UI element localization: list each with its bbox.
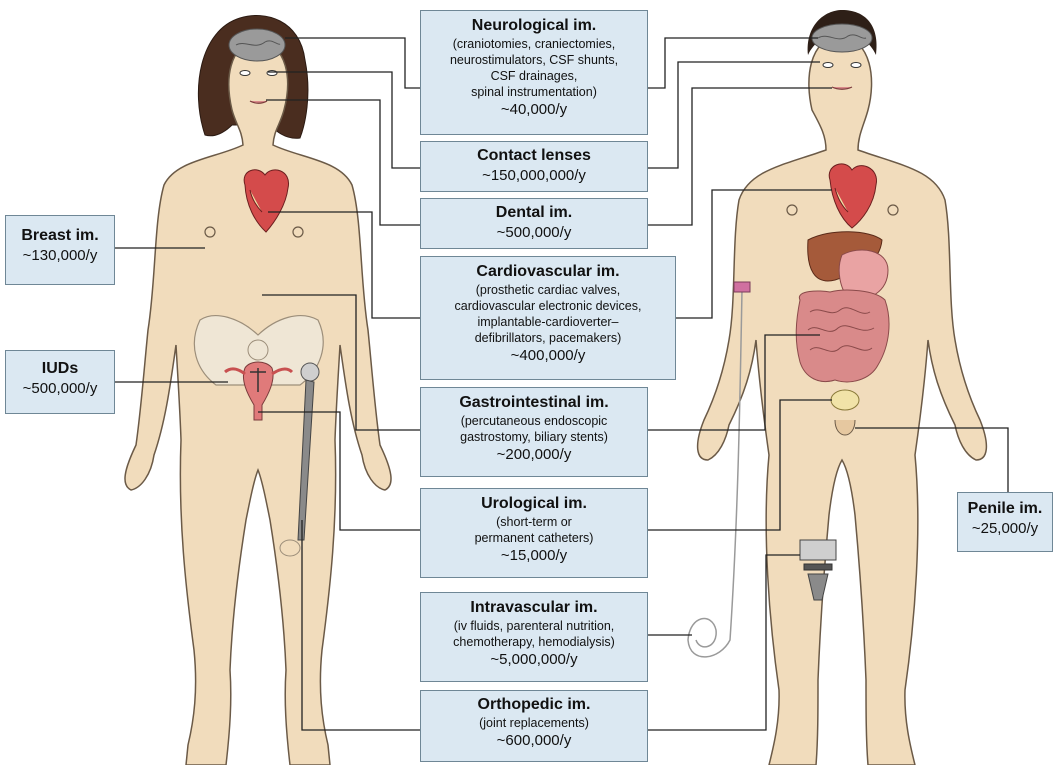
male-intestines: [796, 290, 889, 382]
box-frequency: ~130,000/y: [6, 246, 114, 266]
box-description-line: (joint replacements): [421, 715, 647, 731]
box-title: Intravascular im.: [421, 598, 647, 618]
male-bladder: [831, 390, 859, 410]
knee-implant-upper: [800, 540, 836, 560]
female-eye-left: [240, 71, 250, 76]
box-description-line: cardiovascular electronic devices,: [421, 298, 675, 314]
box-description-line: permanent catheters): [421, 530, 647, 546]
box-title: Penile im.: [958, 499, 1052, 519]
female-figure: [125, 15, 391, 765]
male-eye-right: [851, 63, 861, 68]
box-description-line: (prosthetic cardiac valves,: [421, 282, 675, 298]
orthopedic-implants-box: Orthopedic im. (joint replacements) ~600…: [420, 690, 648, 762]
neurological-implants-box: Neurological im. (craniotomies, craniect…: [420, 10, 648, 135]
box-frequency: ~15,000/y: [421, 546, 647, 566]
male-eye-left: [823, 63, 833, 68]
box-description-line: neurostimulators, CSF shunts,: [421, 52, 647, 68]
iud-box: IUDs ~500,000/y: [5, 350, 115, 414]
dental-implants-box: Dental im. ~500,000/y: [420, 198, 648, 249]
male-figure: [688, 10, 986, 765]
female-eye-right: [267, 71, 277, 76]
gastrointestinal-implants-box: Gastrointestinal im. (percutaneous endos…: [420, 387, 648, 477]
box-title: IUDs: [6, 359, 114, 379]
box-frequency: ~150,000,000/y: [421, 166, 647, 186]
intravascular-implants-box: Intravascular im. (iv fluids, parenteral…: [420, 592, 648, 682]
breast-implants-box: Breast im. ~130,000/y: [5, 215, 115, 285]
box-frequency: ~25,000/y: [958, 519, 1052, 539]
urological-implants-box: Urological im. (short-term or permanent …: [420, 488, 648, 578]
box-description-line: (iv fluids, parenteral nutrition,: [421, 618, 647, 634]
knee-implant-insert: [804, 564, 832, 570]
box-title: Breast im.: [6, 226, 114, 246]
box-description-line: implantable-cardioverter–: [421, 314, 675, 330]
box-title: Contact lenses: [421, 146, 647, 166]
box-frequency: ~600,000/y: [421, 731, 647, 751]
iv-cannula: [734, 282, 750, 292]
box-description-line: defibrillators, pacemakers): [421, 330, 675, 346]
box-description-line: chemotherapy, hemodialysis): [421, 634, 647, 650]
box-frequency: ~5,000,000/y: [421, 650, 647, 670]
box-description-line: (percutaneous endoscopic: [421, 413, 647, 429]
box-frequency: ~400,000/y: [421, 346, 675, 366]
box-title: Cardiovascular im.: [421, 262, 675, 282]
box-description-line: (craniotomies, craniectomies,: [421, 36, 647, 52]
box-title: Urological im.: [421, 494, 647, 514]
box-frequency: ~500,000/y: [6, 379, 114, 399]
penile-implants-box: Penile im. ~25,000/y: [957, 492, 1053, 552]
box-description-line: CSF drainages,: [421, 68, 647, 84]
box-frequency: ~500,000/y: [421, 223, 647, 243]
box-frequency: ~40,000/y: [421, 100, 647, 120]
box-title: Neurological im.: [421, 16, 647, 36]
contact-lenses-box: Contact lenses ~150,000,000/y: [420, 141, 648, 192]
box-description-line: (short-term or: [421, 514, 647, 530]
box-description-line: spinal instrumentation): [421, 84, 647, 100]
cardiovascular-implants-box: Cardiovascular im. (prosthetic cardiac v…: [420, 256, 676, 380]
hip-implant-head: [301, 363, 319, 381]
box-title: Gastrointestinal im.: [421, 393, 647, 413]
box-description-line: gastrostomy, biliary stents): [421, 429, 647, 445]
box-title: Dental im.: [421, 203, 647, 223]
box-title: Orthopedic im.: [421, 695, 647, 715]
box-frequency: ~200,000/y: [421, 445, 647, 465]
